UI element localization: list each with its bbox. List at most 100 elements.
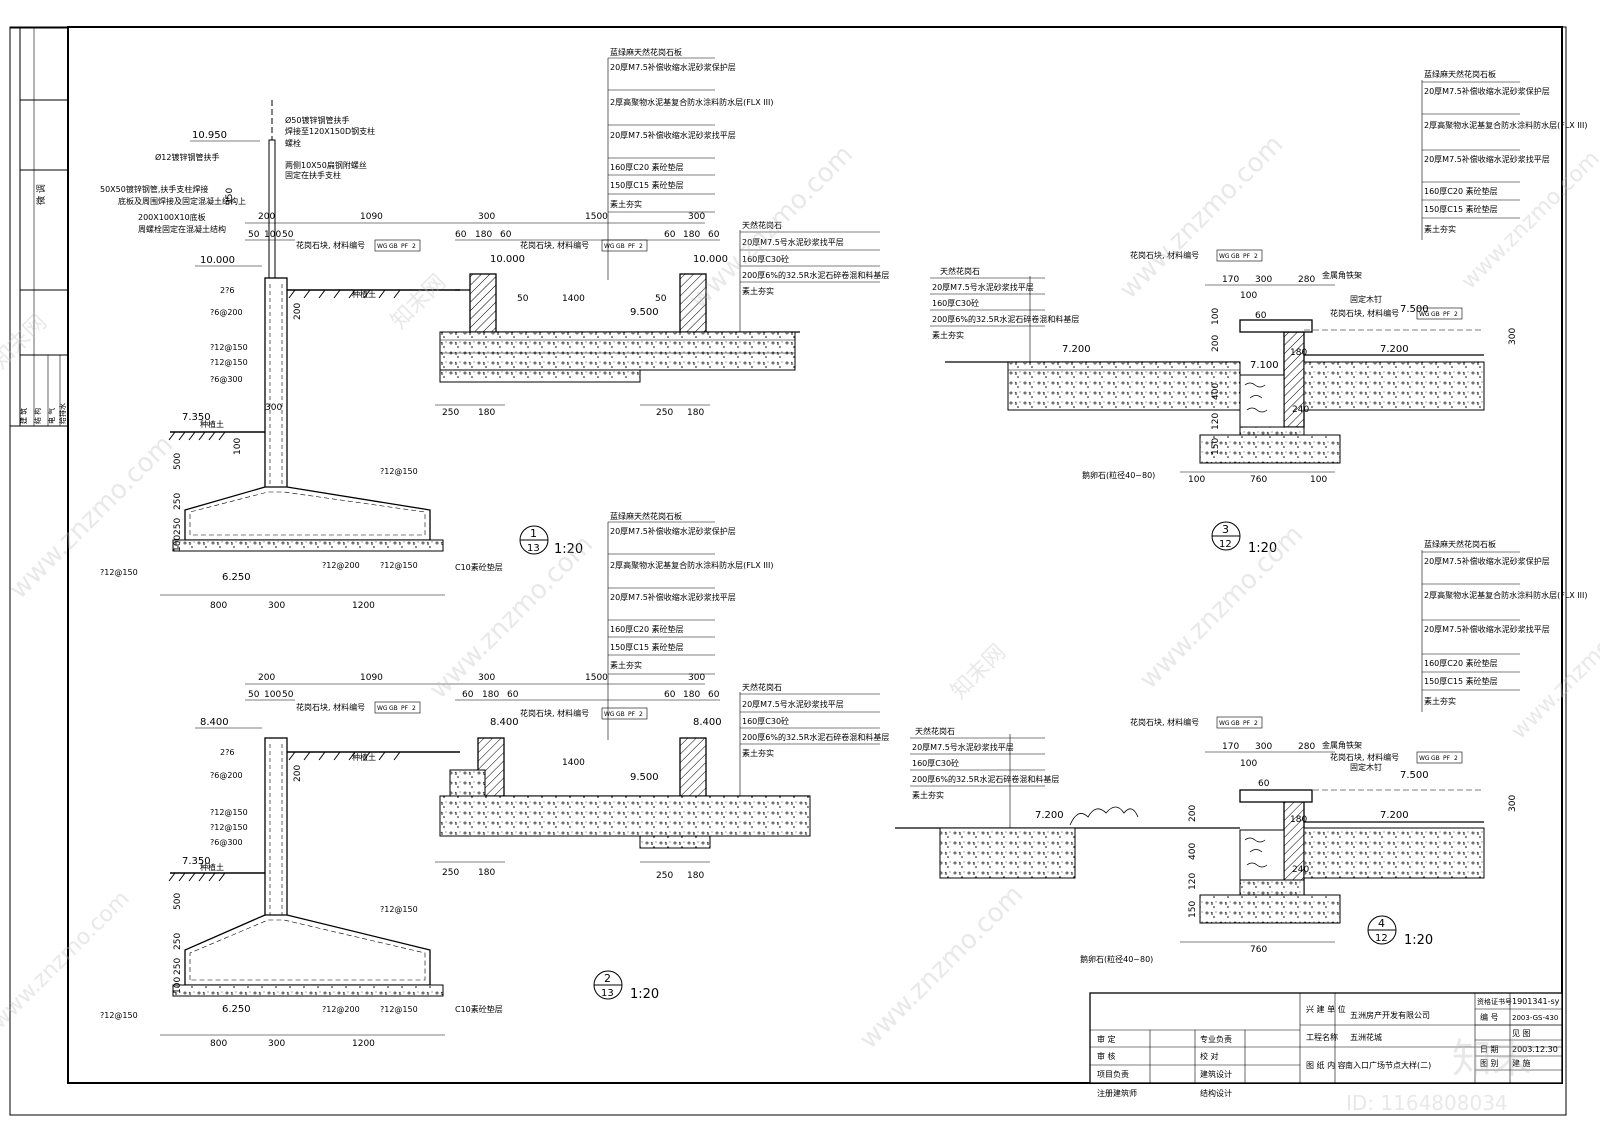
svg-text:1400: 1400	[562, 758, 585, 768]
svg-text:蓝绿麻天然花岗石板: 蓝绿麻天然花岗石板	[610, 511, 682, 521]
svg-text:GB: GB	[389, 705, 398, 712]
svg-text:?12@150: ?12@150	[380, 1005, 418, 1014]
level-7350: 7.350	[182, 412, 211, 423]
tb-category: 建 施	[1512, 1058, 1531, 1068]
svg-text:200: 200	[258, 673, 275, 683]
cobble-bed	[1239, 374, 1285, 428]
dim-60c: 60	[664, 230, 676, 240]
section2-callout: 2 13 1:20	[593, 970, 659, 1002]
cobble-bed-4	[1239, 829, 1285, 881]
layer-r-1: 20厚M7.5号水泥砂浆找平层	[742, 237, 844, 247]
svg-text:2: 2	[1454, 311, 1458, 318]
section3-callout: 3 12 1:20	[1211, 521, 1277, 556]
svg-text:素土夯实: 素土夯实	[610, 660, 642, 670]
watermark-site-6: www.znzmo.com	[854, 880, 1029, 1055]
layer3-3: 20厚M7.5补偿收缩水泥砂浆找平层	[1424, 154, 1550, 164]
dim-100b: 100	[233, 438, 243, 455]
section1-notes: Ø50镀锌钢管扶手 焊接至120X150D钢支柱 螺栓 Ø12镀锌钢管扶手 两侧…	[100, 115, 648, 577]
layer-5: 150厚C15 素砼垫层	[610, 180, 684, 190]
svg-text:WG: WG	[604, 711, 615, 718]
tb-check: 审 核	[1097, 1051, 1116, 1061]
retaining-wall	[264, 277, 288, 494]
svg-text:WG: WG	[1219, 253, 1230, 260]
svg-text:160厚C20 素砼垫层: 160厚C20 素砼垫层	[1424, 658, 1498, 668]
material-code-box-b: WG GB PF 2	[601, 239, 648, 252]
layer-3: 20厚M7.5补偿收缩水泥砂浆找平层	[610, 130, 736, 140]
svg-text:PF: PF	[401, 243, 409, 250]
svg-text:300: 300	[1508, 795, 1518, 812]
layer-1: 20厚M7.5补偿收缩水泥砂浆保护层	[610, 62, 736, 72]
note-baseplate: 底板及周围焊接及固定混凝土结构上	[118, 196, 246, 206]
svg-text:50: 50	[248, 690, 260, 700]
note-50x50: 50X50镀锌钢管,扶手支柱焊接	[100, 184, 208, 194]
level2-9500: 9.500	[630, 772, 659, 783]
level2-8400c: 8.400	[693, 717, 722, 728]
section1-dimensions: 200 1090 300 1500 300 50 100 50 60 180 6…	[160, 188, 720, 611]
svg-text:7.200: 7.200	[1380, 810, 1409, 821]
svg-text:280: 280	[1298, 742, 1315, 752]
section4-notes: 金属角铁架 固定木钉 花岗石块, 材料编号 WG GB PF 2 花岗石块, 材…	[910, 539, 1588, 964]
tb-approve: 审 定	[1097, 1034, 1116, 1044]
svg-text:GB: GB	[389, 243, 398, 250]
svg-text:170: 170	[1222, 742, 1239, 752]
svg-text:2: 2	[1254, 253, 1258, 260]
svg-text:2: 2	[639, 243, 643, 250]
svg-text:天然花岗石: 天然花岗石	[915, 726, 955, 736]
rebar-6at300: ?6@300	[210, 375, 243, 384]
svg-text:2: 2	[412, 243, 416, 250]
svg-text:2厚高聚物水泥基复合防水涂料防水层(FLX III): 2厚高聚物水泥基复合防水涂料防水层(FLX III)	[1424, 590, 1588, 600]
note-granite3b: 花岗石块, 材料编号	[1330, 308, 1399, 318]
svg-text:200: 200	[293, 765, 303, 782]
svg-text:PF: PF	[1243, 253, 1251, 260]
svg-text:PF: PF	[628, 243, 636, 250]
svg-text:200: 200	[1188, 805, 1198, 822]
svg-text:种植土: 种植土	[352, 752, 376, 762]
section4-dimensions: 170 300 280 100 60 200 180 400 240 120 1…	[1180, 742, 1518, 955]
svg-text:180: 180	[683, 690, 700, 700]
note-granite: 花岗石块, 材料编号	[296, 240, 365, 250]
inner-border	[67, 26, 1563, 1084]
dim-300a: 300	[478, 212, 495, 222]
svg-text:100: 100	[264, 690, 281, 700]
svg-text:20厚M7.5补偿收缩水泥砂浆保护层: 20厚M7.5补偿收缩水泥砂浆保护层	[610, 526, 736, 536]
svg-text:50: 50	[282, 690, 294, 700]
tb-number-label: 编 号	[1480, 1012, 1499, 1022]
tb-cert-label: 资格证书号	[1477, 997, 1512, 1006]
svg-text:WG: WG	[377, 243, 388, 250]
svg-text:GB: GB	[1431, 311, 1440, 318]
svg-text:1:20: 1:20	[630, 987, 659, 1002]
retaining-wall-2	[264, 737, 288, 919]
svg-text:20厚M7.5补偿收缩水泥砂浆找平层: 20厚M7.5补偿收缩水泥砂浆找平层	[610, 592, 736, 602]
rebar-12at150c: ?12@150	[380, 467, 418, 476]
tb-category-label: 图 别	[1480, 1059, 1499, 1068]
planter-wall-right-2	[679, 737, 707, 797]
layer-head: 蓝绿麻天然花岗石板	[610, 47, 682, 57]
svg-text:WG: WG	[1419, 311, 1430, 318]
svg-text:花岗石块, 材料编号: 花岗石块, 材料编号	[296, 702, 365, 712]
svg-text:180: 180	[1290, 815, 1307, 825]
layer3-2: 2厚高聚物水泥基复合防水涂料防水层(FLX III)	[1424, 120, 1588, 130]
svg-text:7.200: 7.200	[1380, 344, 1409, 355]
dim-250d: 250	[173, 518, 183, 535]
tb-date-label: 日 期	[1480, 1045, 1499, 1054]
layer3-5: 150厚C15 素砼垫层	[1424, 204, 1498, 214]
section1-layer-table: 蓝绿麻天然花岗石板 20厚M7.5补偿收缩水泥砂浆保护层 2厚高聚物水泥基复合防…	[607, 47, 889, 332]
dim-60d: 60	[708, 230, 720, 240]
material-code-box: WG GB PF 2	[374, 239, 421, 252]
svg-text:?12@200: ?12@200	[322, 1005, 360, 1014]
svg-text:?12@150: ?12@150	[100, 1011, 138, 1020]
tb-arch-design: 建筑设计	[1200, 1069, 1232, 1079]
svg-text:160厚C30砼: 160厚C30砼	[742, 716, 789, 726]
tb-cert-no: 1901341-sy	[1512, 997, 1560, 1006]
note-wood-peg: 固定木钉	[1350, 294, 1382, 304]
layer3-head: 蓝绿麻天然花岗石板	[1424, 69, 1496, 79]
svg-text:100: 100	[1188, 475, 1205, 485]
dim-180d: 180	[687, 408, 704, 418]
tb-struct-design: 结构设计	[1200, 1088, 1232, 1098]
layer-r-head: 天然花岗石	[742, 220, 782, 230]
svg-text:1090: 1090	[360, 673, 383, 683]
tb-discipline: 专业负责	[1200, 1034, 1232, 1044]
level-9500: 9.500	[630, 307, 659, 318]
svg-text:2?6: 2?6	[220, 748, 234, 757]
svg-text:20厚M7.5补偿收缩水泥砂浆保护层: 20厚M7.5补偿收缩水泥砂浆保护层	[1424, 556, 1550, 566]
